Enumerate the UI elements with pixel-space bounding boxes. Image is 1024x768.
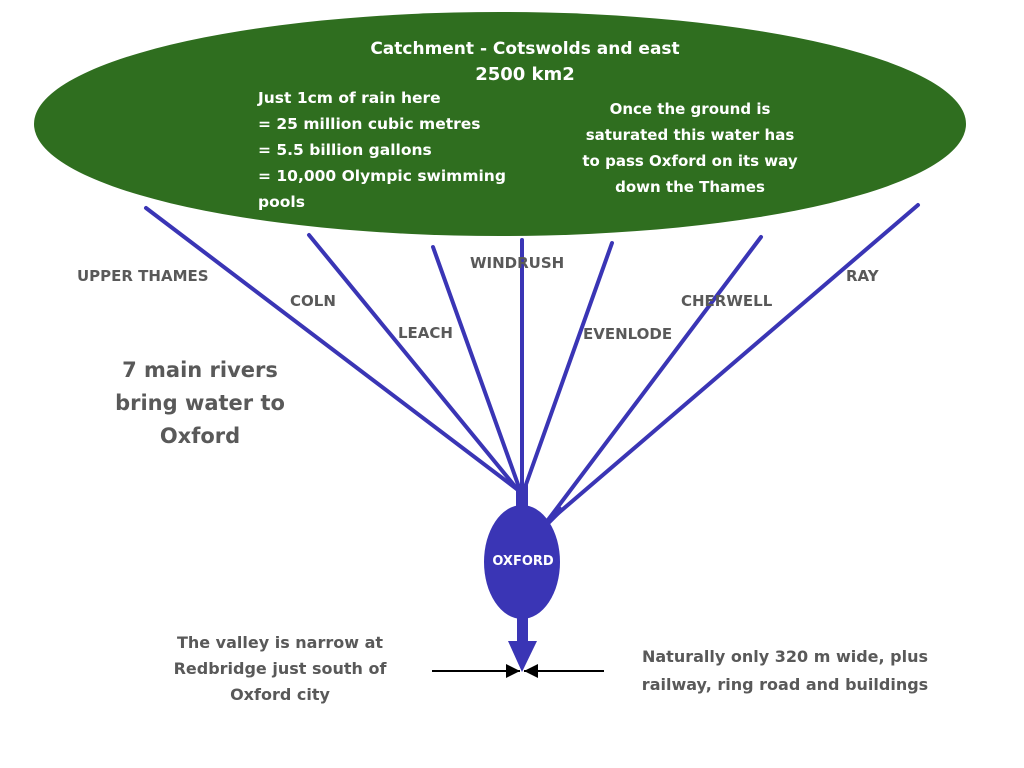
river-line-upper-thames: [144, 206, 520, 492]
saturation-line: to pass Oxford on its way: [582, 152, 798, 170]
rain-facts: Just 1cm of rain here = 25 million cubic…: [258, 85, 528, 215]
rivers-note-line: bring water to: [115, 391, 285, 415]
river-line-leach: [431, 245, 522, 492]
oxford-label: OXFORD: [492, 554, 554, 569]
rivers-note-line: 7 main rivers: [122, 358, 278, 382]
catchment-area: 2500 km2: [475, 64, 575, 85]
river-label-upper-thames: UPPER THAMES: [77, 267, 209, 285]
width-note-line: Naturally only 320 m wide, plus: [641, 647, 929, 666]
rain-fact-line: = 25 million cubic metres: [258, 115, 481, 133]
saturation-line: Once the ground is: [609, 100, 771, 118]
river-label-evenlode: EVENLODE: [583, 325, 673, 343]
catchment-ellipse: [34, 12, 966, 236]
river-label-cherwell: CHERWELL: [681, 292, 773, 310]
rain-fact-line: pools: [258, 193, 305, 211]
catchment-title: Catchment - Cotswolds and east: [370, 39, 680, 59]
rivers-note-line: Oxford: [159, 424, 241, 448]
saturation-note: Once the ground is saturated this water …: [560, 96, 820, 200]
rain-fact-line: = 10,000 Olympic swimming: [258, 167, 506, 185]
river-line-coln: [307, 233, 520, 492]
river-line-ray: [546, 203, 920, 524]
valley-note: The valley is narrow at Redbridge just s…: [150, 630, 410, 708]
river-label-windrush: WINDRUSH: [470, 254, 565, 272]
oxford-node: [484, 505, 560, 619]
rain-fact-line: = 5.5 billion gallons: [258, 141, 432, 159]
river-label-leach: LEACH: [398, 324, 453, 342]
river-lines: [144, 203, 920, 524]
width-note-line: railway, ring road and buildings: [641, 675, 929, 694]
river-line-cherwell: [546, 235, 763, 522]
valley-note-line: Oxford city: [230, 685, 330, 704]
river-line-evenlode: [522, 241, 614, 492]
outflow-shaft: [517, 615, 528, 641]
river-line-cherwell-ray-join: [545, 505, 565, 525]
rivers-note: 7 main rivers bring water to Oxford: [95, 354, 305, 453]
saturation-line: saturated this water has: [585, 126, 795, 144]
river-label-ray: RAY: [846, 267, 879, 285]
outflow-arrowhead: [508, 641, 537, 672]
width-note: Naturally only 320 m wide, plus railway,…: [620, 643, 950, 699]
river-label-coln: COLN: [290, 292, 336, 310]
valley-note-line: The valley is narrow at: [176, 633, 384, 652]
valley-note-line: Redbridge just south of: [173, 659, 387, 678]
saturation-line: down the Thames: [615, 178, 765, 196]
rain-fact-line: Just 1cm of rain here: [258, 89, 441, 107]
